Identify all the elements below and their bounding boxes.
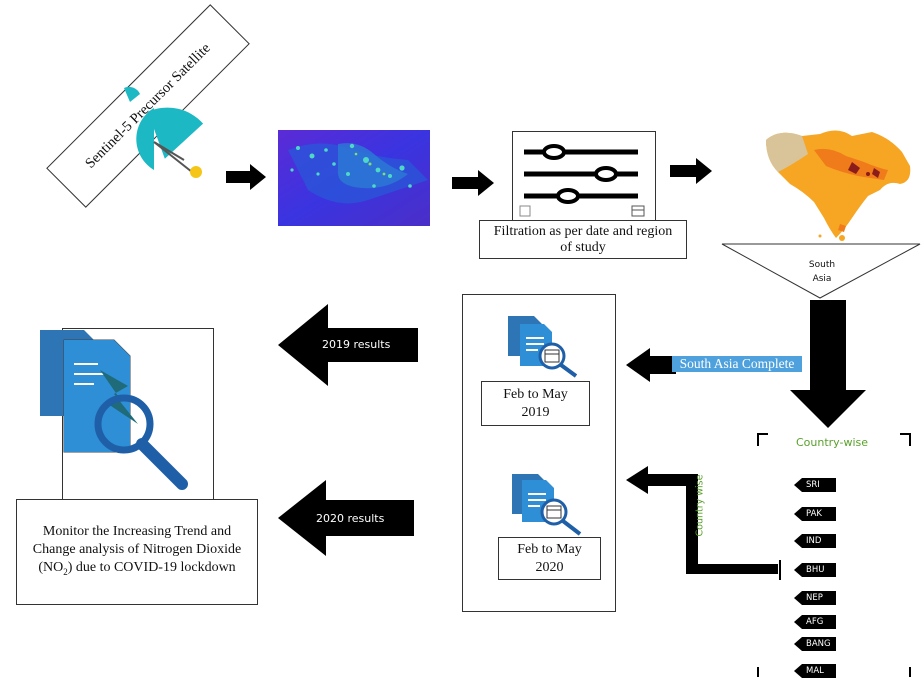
period-2020-box: Feb to May 2020: [498, 537, 601, 580]
country-wise-brackets: [757, 433, 911, 677]
arrow-left-south-asia-complete: [626, 348, 676, 382]
arrow-right-1: [226, 164, 266, 190]
country-wise-title: Country-wise: [795, 436, 869, 449]
country-tag: MAL: [794, 664, 836, 678]
arrow-2019-results: [278, 304, 418, 386]
arrow-country-wise: [626, 466, 781, 580]
country-tag: AFG: [794, 615, 836, 629]
country-tag: BHU: [794, 563, 836, 577]
document-search-icon: [508, 316, 578, 378]
period-2019-label: Feb to May 2019: [503, 386, 568, 420]
south-asia-funnel: [721, 243, 921, 299]
results-2019-label: 2019 results: [322, 338, 391, 351]
document-search-icon: [512, 474, 582, 536]
arrow-right-2: [452, 170, 494, 196]
south-asia-complete-label: South Asia Complete: [672, 356, 802, 372]
country-wise-side-label: Country wise: [694, 474, 706, 537]
country-tag: BANG: [794, 637, 836, 651]
document-analysis-icon: [40, 330, 188, 490]
south-asia-map: [766, 130, 911, 241]
filtration-label: Filtration as per date and region of stu…: [493, 223, 673, 255]
no2-satellite-image: [278, 130, 430, 226]
period-2020-label: Feb to May 2020: [517, 541, 582, 575]
arrow-2020-results: [278, 480, 414, 556]
monitor-label: Monitor the Increasing Trend and Change …: [32, 524, 242, 577]
results-2020-label: 2020 results: [316, 512, 385, 525]
country-list: SRI PAK IND BHU NEP AFG BANG MAL: [794, 478, 844, 678]
country-tag: NEP: [794, 591, 836, 605]
filtration-label-box: Filtration as per date and region of stu…: [479, 220, 687, 259]
country-tag: SRI: [794, 478, 836, 492]
country-tag: PAK: [794, 507, 836, 521]
monitor-label-box: Monitor the Increasing Trend and Change …: [16, 499, 258, 605]
country-tag: IND: [794, 534, 836, 548]
satellite-icon: [124, 86, 204, 178]
arrow-down: [790, 300, 866, 428]
period-2019-box: Feb to May 2019: [481, 381, 590, 426]
south-asia-label: South Asia: [808, 260, 836, 284]
arrow-right-3: [670, 158, 712, 184]
sliders-icon: [519, 144, 645, 217]
